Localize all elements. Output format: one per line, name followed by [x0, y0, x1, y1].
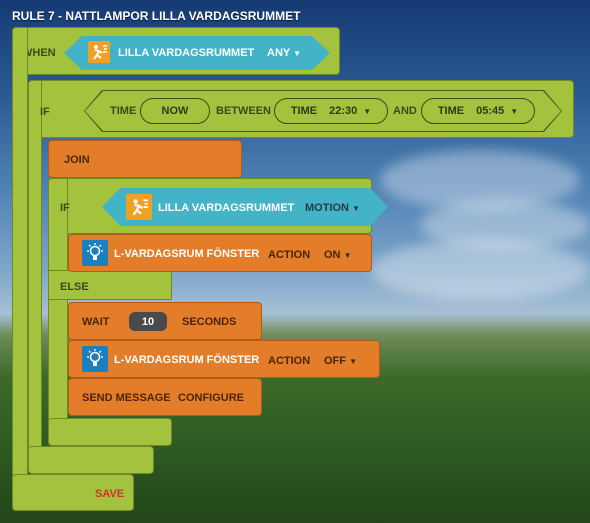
- if-label: IF: [40, 106, 50, 118]
- and-label: AND: [393, 105, 417, 117]
- join-block[interactable]: [48, 140, 242, 178]
- time-condition-block[interactable]: [85, 91, 561, 131]
- send-message-label: SEND MESSAGE: [82, 392, 171, 404]
- else-label: ELSE: [60, 281, 89, 293]
- cloud: [420, 200, 590, 250]
- lightbulb-icon: [82, 240, 108, 266]
- rule-title: RULE 7 - NATTLAMPOR LILLA VARDAGSRUMMET: [12, 9, 301, 23]
- action-off-device: L-VARDAGSRUM FÖNSTER: [114, 354, 260, 366]
- chevron-down-icon: ▼: [293, 49, 302, 58]
- chevron-down-icon: ▼: [363, 106, 372, 116]
- lightbulb-icon: [82, 346, 108, 372]
- when-device-name: LILLA VARDAGSRUMMET: [118, 47, 255, 59]
- now-input[interactable]: NOW: [140, 98, 210, 124]
- when-trigger-dropdown[interactable]: ANY ▼: [267, 47, 301, 59]
- if-motion-left-rail: [48, 178, 68, 446]
- chevron-down-icon: ▼: [343, 251, 352, 260]
- when-label: WHEN: [22, 47, 56, 59]
- wait-seconds-input[interactable]: 10: [129, 312, 167, 331]
- action-off-block[interactable]: [68, 340, 380, 378]
- wait-label: WAIT: [82, 316, 110, 328]
- join-label: JOIN: [64, 154, 90, 166]
- motion-sensor-icon: [126, 194, 152, 220]
- time-label: TIME: [110, 105, 137, 117]
- save-button[interactable]: SAVE: [95, 488, 125, 500]
- action-on-device: L-VARDAGSRUM FÖNSTER: [114, 248, 260, 260]
- configure-link[interactable]: CONFIGURE: [178, 392, 244, 404]
- action-on-dropdown[interactable]: ON ▼: [324, 249, 352, 261]
- action-off-dropdown[interactable]: OFF ▼: [324, 355, 357, 367]
- chevron-down-icon: ▼: [352, 204, 360, 213]
- if-time-block-left-rail: [28, 80, 42, 474]
- if-motion-label: IF: [60, 202, 70, 214]
- cloud: [370, 240, 590, 300]
- when-trigger-value: ANY: [267, 47, 291, 59]
- action-on-label: ACTION: [268, 249, 311, 261]
- if-time-block-bottom: [28, 446, 154, 474]
- between-label: BETWEEN: [216, 105, 271, 117]
- action-on-block[interactable]: [68, 234, 372, 272]
- motion-sensor-icon: [88, 41, 110, 63]
- motion-device-name: LILLA VARDAGSRUMMET: [158, 202, 295, 214]
- cloud: [380, 150, 580, 210]
- when-block-bottom: [12, 474, 134, 511]
- action-off-label: ACTION: [268, 355, 311, 367]
- chevron-down-icon: ▼: [349, 357, 357, 366]
- motion-event-dropdown[interactable]: MOTION ▼: [305, 202, 360, 214]
- if-motion-bottom: [48, 418, 172, 446]
- send-message-block[interactable]: [68, 378, 262, 416]
- when-block-left-rail: [12, 27, 28, 511]
- wait-unit: SECONDS: [182, 316, 237, 328]
- chevron-down-icon: ▼: [510, 106, 519, 116]
